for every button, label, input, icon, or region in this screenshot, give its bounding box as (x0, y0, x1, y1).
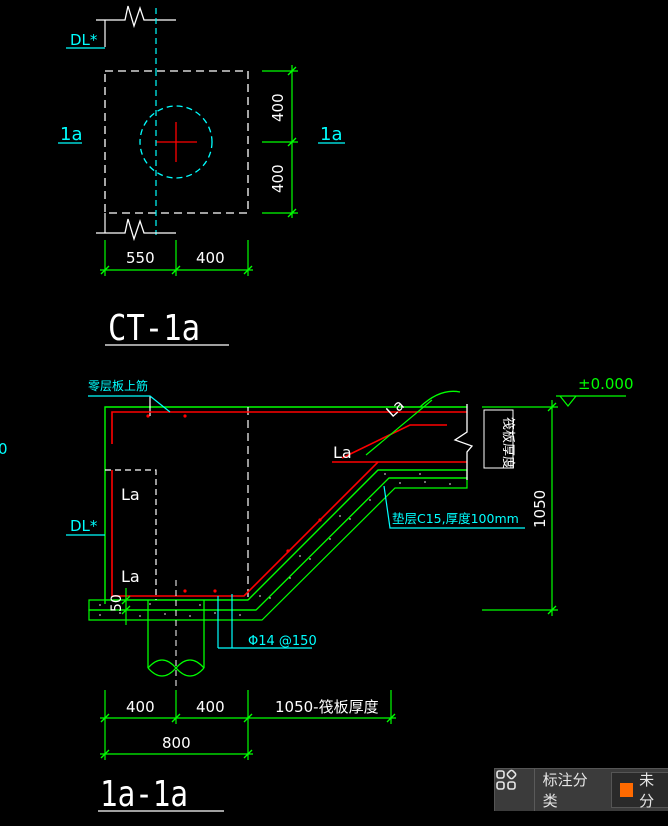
category-dropdown[interactable]: 未分 (610, 772, 668, 810)
cushion-layer-lower (88, 477, 468, 621)
rebar-dots (146, 414, 322, 593)
dim-vertical-text: 1050 (531, 490, 549, 528)
section-title: 1a-1a (100, 774, 188, 815)
dim-bottom-tick-a (100, 265, 110, 275)
cushion-note: 垫层C15,厚度100mm (392, 511, 519, 526)
la-label-top: La (333, 443, 352, 462)
break-line-top (96, 5, 176, 29)
dim-total-tick-a (100, 749, 110, 759)
bar-note: Φ14 @150 (248, 634, 317, 649)
dim-total-text: 800 (162, 734, 191, 752)
dim-bottom-right-text: 400 (196, 249, 225, 267)
plan-dl-label: DL* (70, 31, 98, 49)
rebar-bottom (111, 461, 467, 597)
rebar-note: 零层板上筋 (88, 378, 148, 393)
section-mark-right: 1a (320, 124, 342, 145)
cushion-hatch (99, 473, 451, 617)
dim-bottom1-tick-a (100, 713, 110, 723)
dim-right-tick-bot (287, 208, 297, 218)
hook-la-leader (365, 399, 433, 456)
la-label-dl-lower: La (121, 567, 140, 586)
rebar-top (111, 411, 467, 444)
cushion-note-leader (383, 485, 525, 529)
elevation-triangle (559, 395, 577, 407)
dim-50-tick-b (121, 605, 131, 615)
dim-bottom1-tick-c (243, 713, 253, 723)
category-label: 未分 (639, 772, 655, 810)
dim-right-tick-mid (287, 137, 297, 147)
grid-button[interactable] (495, 769, 535, 811)
rebar-slope-upper (341, 424, 447, 459)
dim-right-tick-top (287, 66, 297, 76)
dim-bottom1-tick-d (386, 713, 396, 723)
elevation-label: ±0.000 (578, 375, 634, 393)
grid-icon (496, 769, 517, 790)
dim-bottom-tick-b (171, 265, 181, 275)
dim-bottom-left-text: 550 (126, 249, 155, 267)
dim-right-bottom-text: 400 (269, 164, 287, 193)
classify-label: 标注分类 (542, 772, 588, 810)
break-line-bottom (96, 218, 176, 242)
category-swatch (619, 783, 634, 797)
classify-button[interactable]: 标注分类 (535, 769, 609, 811)
dim-bottom2-text: 400 (196, 698, 225, 716)
plan-view: DL* 1a 1a 400 400 550 400 (58, 5, 345, 349)
dim-bottom-tick-c (243, 265, 253, 275)
dim-bottom1-tick-b (171, 713, 181, 723)
pile-circle (139, 105, 213, 179)
dim-50-text: 50 (109, 594, 125, 612)
pile-break (147, 659, 205, 677)
dim-50-tick-a (121, 595, 131, 605)
section-dl-label: DL* (70, 517, 98, 535)
section-mark-left: 1a (60, 124, 82, 145)
la-label-hook: La (383, 396, 408, 421)
plan-title: CT-1a (108, 308, 200, 349)
section-view: 0 (0, 375, 634, 815)
pile-cap-outline (104, 70, 249, 214)
raft-note: 筏板厚度 (500, 417, 516, 469)
la-label-dl-upper: La (121, 485, 140, 504)
rebar-hook (419, 390, 461, 408)
edge-label: 0 (0, 440, 8, 458)
dim-total-tick-b (243, 749, 253, 759)
dim-bottom1-text: 400 (126, 698, 155, 716)
dim-right-top-text: 400 (269, 93, 287, 122)
raft-note-box (483, 409, 514, 469)
cap-outline-top (104, 406, 467, 604)
raft-break-line (453, 404, 474, 480)
dl-dashed-box (105, 469, 157, 600)
dim-vertical-tick-top (547, 402, 557, 412)
rebar-note-leader (88, 395, 171, 413)
dim-vertical-tick-bot (547, 605, 557, 615)
annotation-toolbar: 标注分类 未分 (494, 768, 668, 811)
dim-bottom3-text: 1050-筏板厚度 (275, 698, 379, 716)
